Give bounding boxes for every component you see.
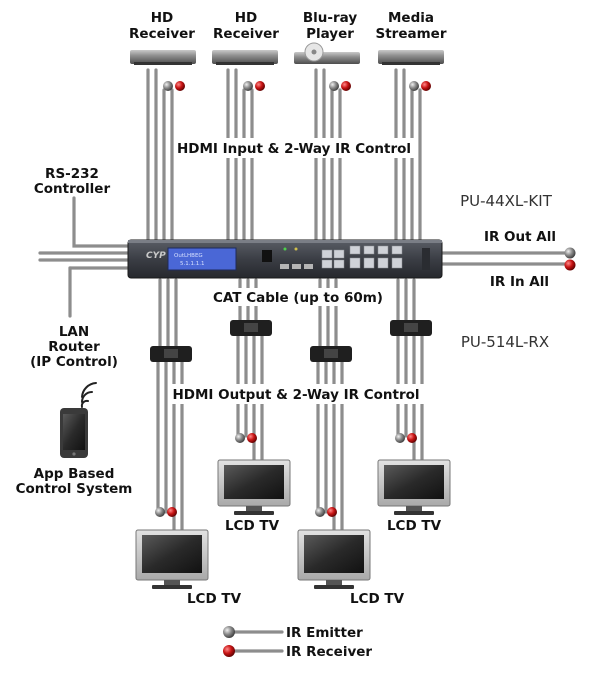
hdmi-input-label: HDMI Input & 2-Way IR Control [177,141,411,157]
legend-ir-receiver: IR Receiver [286,644,372,660]
smartphone-icon [60,408,88,458]
bluray-player-icon [294,42,360,64]
source-ir-points [163,81,431,91]
device-lcd-display [167,247,237,271]
hdbaset-receiver-icon [150,346,192,362]
lcd-tv-2-icon [217,459,291,515]
lcd-tv-4-icon [377,459,451,515]
tv-3-label: LCD TV [350,591,405,607]
hdbaset-receiver-icon [310,346,352,362]
rx-model-label: PU-514L-RX [461,333,549,351]
ir-emitter-icon [223,626,235,638]
lan-label-line3: (IP Control) [30,354,118,370]
source-4-line1: Media [388,10,434,26]
lcd-tv-1-icon [135,529,209,589]
receiver-modules [150,320,432,362]
cat-cable-label: CAT Cable (up to 60m) [213,290,383,306]
app-label-line1: App Based [34,466,115,482]
kit-model-label: PU-44XL-KIT [460,192,553,210]
lcd-line2: 5.1.1.1.1 [180,261,205,267]
source-2-line2: Receiver [213,26,279,42]
hd-receiver-icon [212,50,278,65]
lan-label-line2: Router [48,339,100,355]
device-ir-window [262,250,272,262]
media-streamer-icon [378,50,444,65]
source-devices [130,42,444,65]
hdbaset-receiver-icon [230,320,272,336]
legend: IR Emitter IR Receiver [223,625,372,660]
ir-out-all-label: IR Out All [484,229,556,245]
tv-2-label: LCD TV [225,518,280,534]
ir-receiver-icon [223,645,235,657]
tv-ir-points [155,433,417,517]
source-2-line1: HD [235,10,258,26]
hd-receiver-icon [130,50,196,65]
lcd-line1: OutLHBEG [174,253,203,259]
device-brand-logo: CYP [146,251,166,261]
source-3-line2: Player [306,26,354,42]
source-4-line2: Streamer [376,26,447,42]
rs232-label-line2: Controller [34,181,111,197]
legend-ir-emitter: IR Emitter [286,625,363,641]
hdmi-output-label: HDMI Output & 2-Way IR Control [172,387,419,403]
rs232-label-line1: RS-232 [45,166,99,182]
lan-label-line1: LAN [59,324,89,340]
source-3-line1: Blu-ray [303,10,357,26]
ir-in-all-label: IR In All [490,274,549,290]
tv-1-label: LCD TV [187,591,242,607]
app-label-line2: Control System [16,481,133,497]
lcd-tv-3-icon [297,529,371,589]
source-labels: HD Receiver HD Receiver Blu-ray Player M… [129,10,447,42]
source-1-line1: HD [151,10,174,26]
wireless-signal-icon [80,382,97,408]
hdbaset-receiver-icon [390,320,432,336]
matrix-switch-device: CYP OutLHBEG 5.1.1.1.1 [127,239,443,279]
source-1-line2: Receiver [129,26,195,42]
tv-4-label: LCD TV [387,518,442,534]
